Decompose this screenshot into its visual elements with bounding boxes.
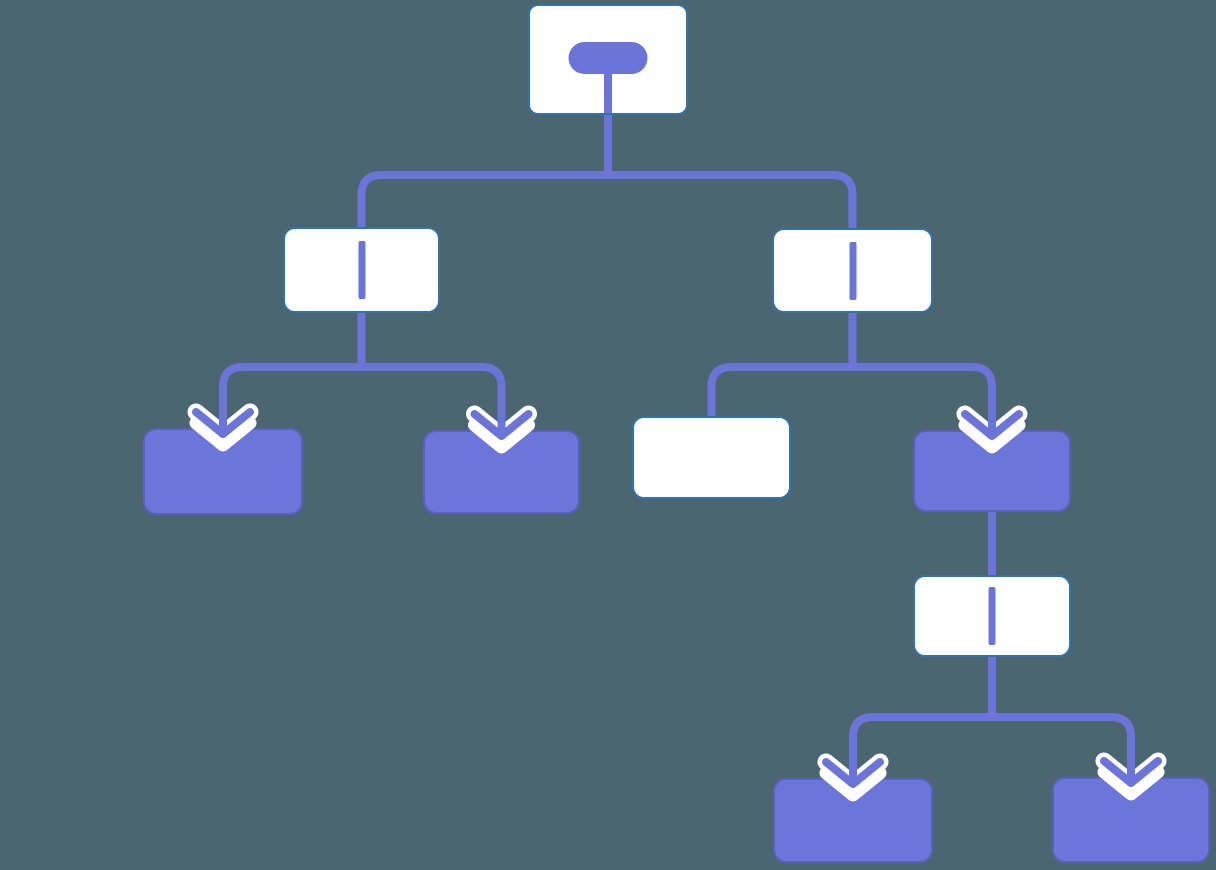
branch-node-left[interactable] bbox=[283, 227, 440, 313]
collapsed-node-bottom-2[interactable] bbox=[1052, 777, 1210, 863]
root-node[interactable] bbox=[528, 4, 688, 115]
empty-node[interactable] bbox=[632, 416, 791, 499]
trunk-line-icon bbox=[358, 241, 365, 299]
collapsed-node-bottom-1[interactable] bbox=[773, 778, 933, 863]
capsule-stem-line bbox=[604, 70, 612, 113]
collapsed-node-left-1[interactable] bbox=[143, 428, 303, 515]
collapsed-node-left-2[interactable] bbox=[423, 430, 580, 514]
capsule-topic-icon bbox=[568, 42, 648, 74]
branch-node-right[interactable] bbox=[772, 228, 933, 313]
trunk-line-icon bbox=[988, 587, 996, 645]
collapsed-node-mid[interactable] bbox=[913, 430, 1071, 512]
tree-connector-path bbox=[219, 113, 1135, 784]
branch-node-bottom[interactable] bbox=[913, 575, 1071, 657]
trunk-line-icon bbox=[849, 241, 856, 300]
